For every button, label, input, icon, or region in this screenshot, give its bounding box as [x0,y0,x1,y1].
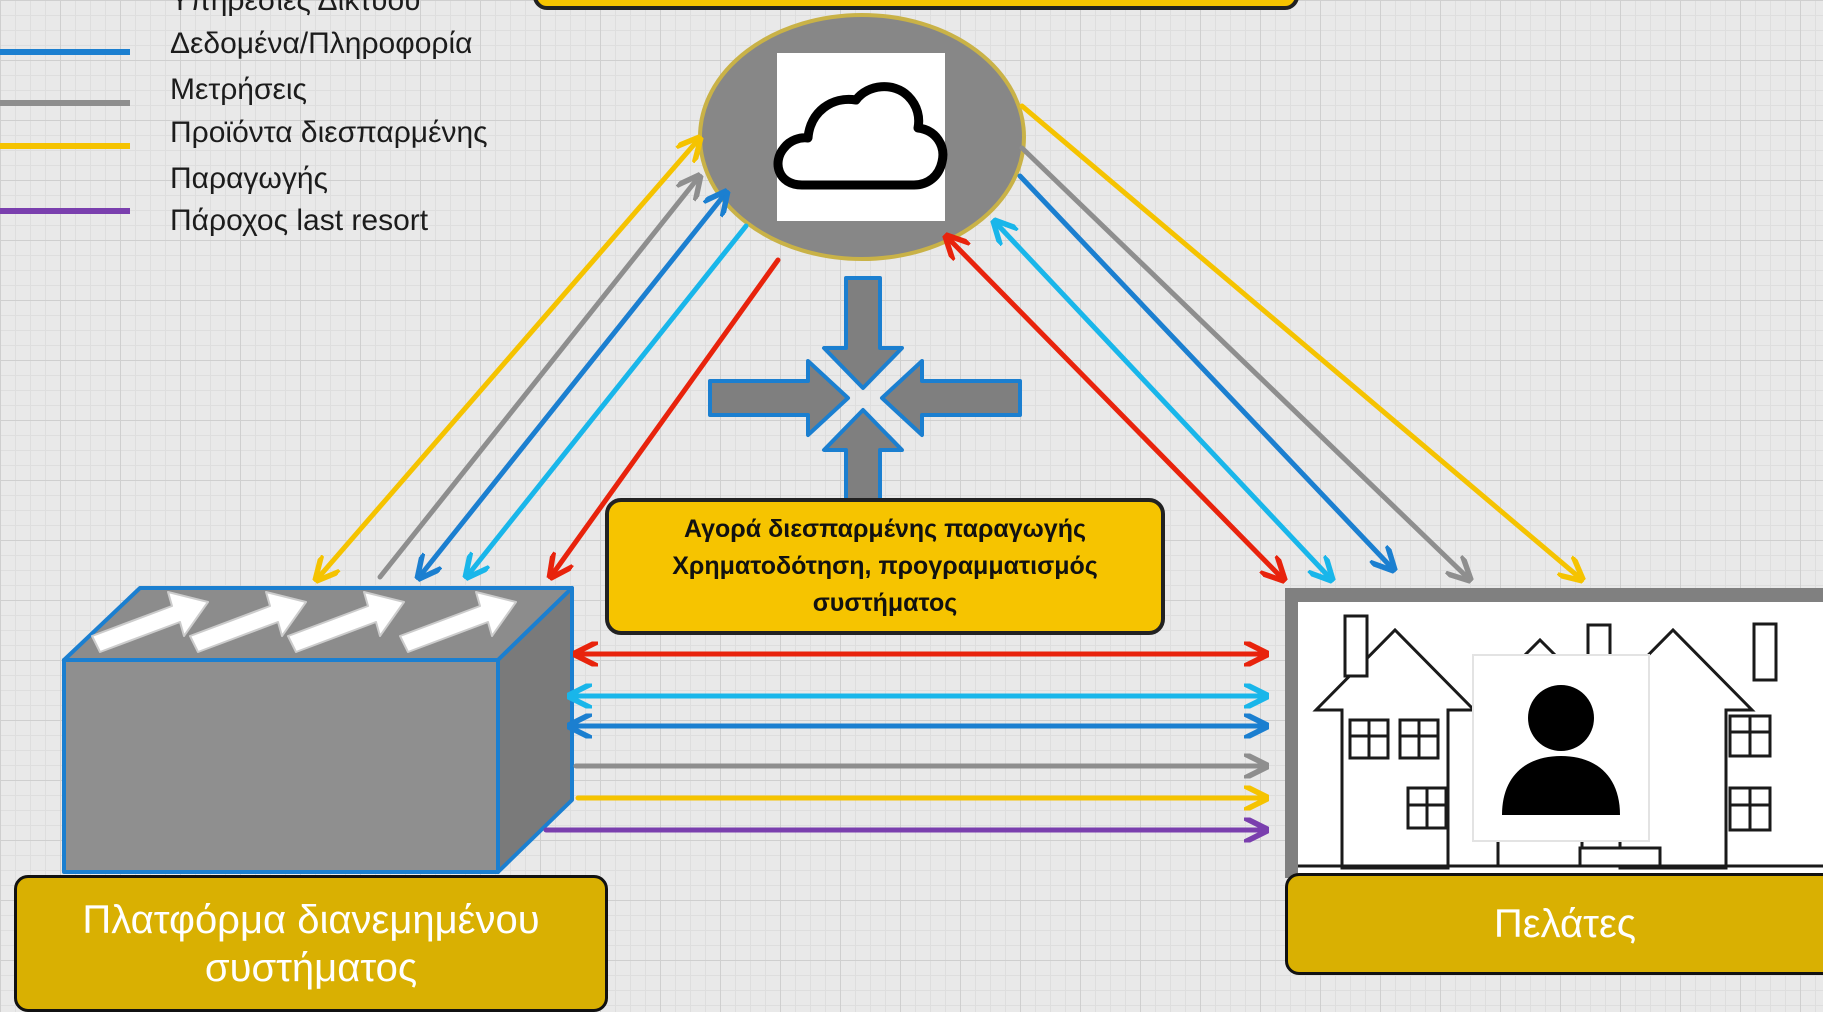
person-icon [1502,685,1620,815]
arrow-red-4 [552,257,781,575]
market-line-2: Χρηματοδότηση, προγραμματισμός [672,552,1098,580]
houses-icon [1285,588,1823,878]
legend-label-last-resort: Πάροχος last resort [170,204,429,237]
platform-box-icon [62,586,574,874]
legend-label-network-services: Υπηρεσίες Δικτύου [170,0,421,17]
customers-label: Πελάτες [1493,901,1637,946]
platform-label-box: Πλατφόρμα διανεμημένου συστήματος [14,875,608,1012]
customers-label-box: Πελάτες [1285,873,1823,975]
converging-arrows-icon [708,276,1022,502]
market-box: Αγορά διεσπαρμένης παραγωγής Χρηματοδότη… [605,498,1165,635]
legend-label-dg-products: Προϊόντα διεσπαρμένης [170,116,488,149]
arrow-lightblue-3 [468,223,749,575]
legend-label-production: Παραγωγής [170,162,328,195]
connector-arrows [318,103,1580,830]
cloud-node [698,13,1026,261]
arrow-blue-2 [420,194,725,576]
arrow-red-9 [948,238,1282,578]
legend-label-measurements: Μετρήσεις [170,73,307,106]
market-line-3: συστήματος [812,589,958,617]
market-line-1: Αγορά διεσπαρμένης παραγωγής [684,515,1086,543]
cloud-icon [773,82,948,190]
platform-line-1: Πλατφόρμα διανεμημένου [82,897,540,942]
platform-line-2: συστήματος [204,945,418,990]
legend-lines [0,49,130,214]
legend-label-data-information: Δεδομένα/Πληροφορία [170,27,473,60]
